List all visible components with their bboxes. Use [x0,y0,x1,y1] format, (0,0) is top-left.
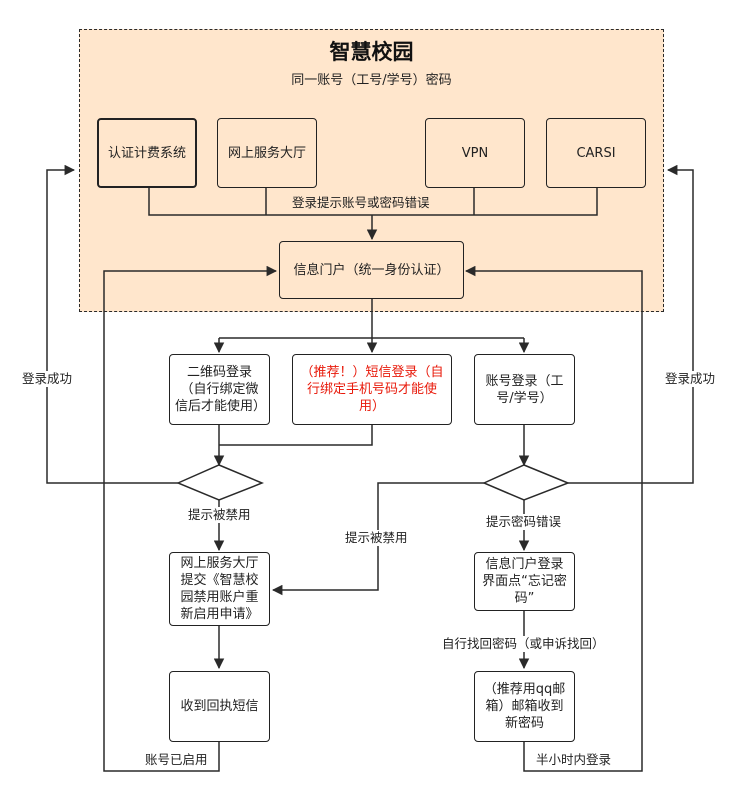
system-auth-billing: 认证计费系统 [97,118,197,188]
label-login-success-left: 登录成功 [22,371,73,387]
label-self-recover: 自行找回密码（或申诉找回） [442,636,605,652]
label-wrong-credentials: 登录提示账号或密码错误 [292,195,430,210]
diagram-title: 智慧校园 [329,40,414,64]
connector-right-success [568,164,694,484]
forgot-password: 信息门户登录界面点“忘记密码” [474,552,575,611]
sms-login: （推荐！）短信登录（自行绑定手机号码才能使用） [292,354,452,425]
info-portal: 信息门户（统一身份认证） [279,241,464,299]
diagram-subtitle: 同一账号（工号/学号）密码 [291,73,452,88]
connector-half-hour-loop [464,265,643,772]
decision-diamond-right [482,464,571,501]
decision-diamond-left [176,464,264,501]
connector-left-success [46,164,178,484]
email-new-password: （推荐用qq邮箱）邮箱收到新密码 [474,671,575,742]
system-vpn: VPN [425,118,525,188]
receive-receipt-sms: 收到回执短信 [169,671,270,742]
label-account-enabled: 账号已启用 [145,752,208,768]
connector-enabled-loop [103,265,278,772]
account-login: 账号登录（工号/学号） [474,354,575,425]
label-half-hour: 半小时内登录 [536,752,612,768]
system-online-service-hall: 网上服务大厅 [217,118,317,188]
label-disabled-left: 提示被禁用 [188,507,251,523]
apply-reenable-form: 网上服务大厅提交《智慧校园禁用账户重新启用申请》 [169,552,270,626]
connector-systems-bus [148,188,598,216]
label-wrong-password: 提示密码错误 [486,514,562,530]
label-login-success-right: 登录成功 [665,371,716,387]
connector-sms-merge [219,425,373,446]
label-disabled-middle: 提示被禁用 [345,530,408,546]
qr-login: 二维码登录（自行绑定微信后才能使用） [169,354,270,425]
system-carsi: CARSI [546,118,646,188]
